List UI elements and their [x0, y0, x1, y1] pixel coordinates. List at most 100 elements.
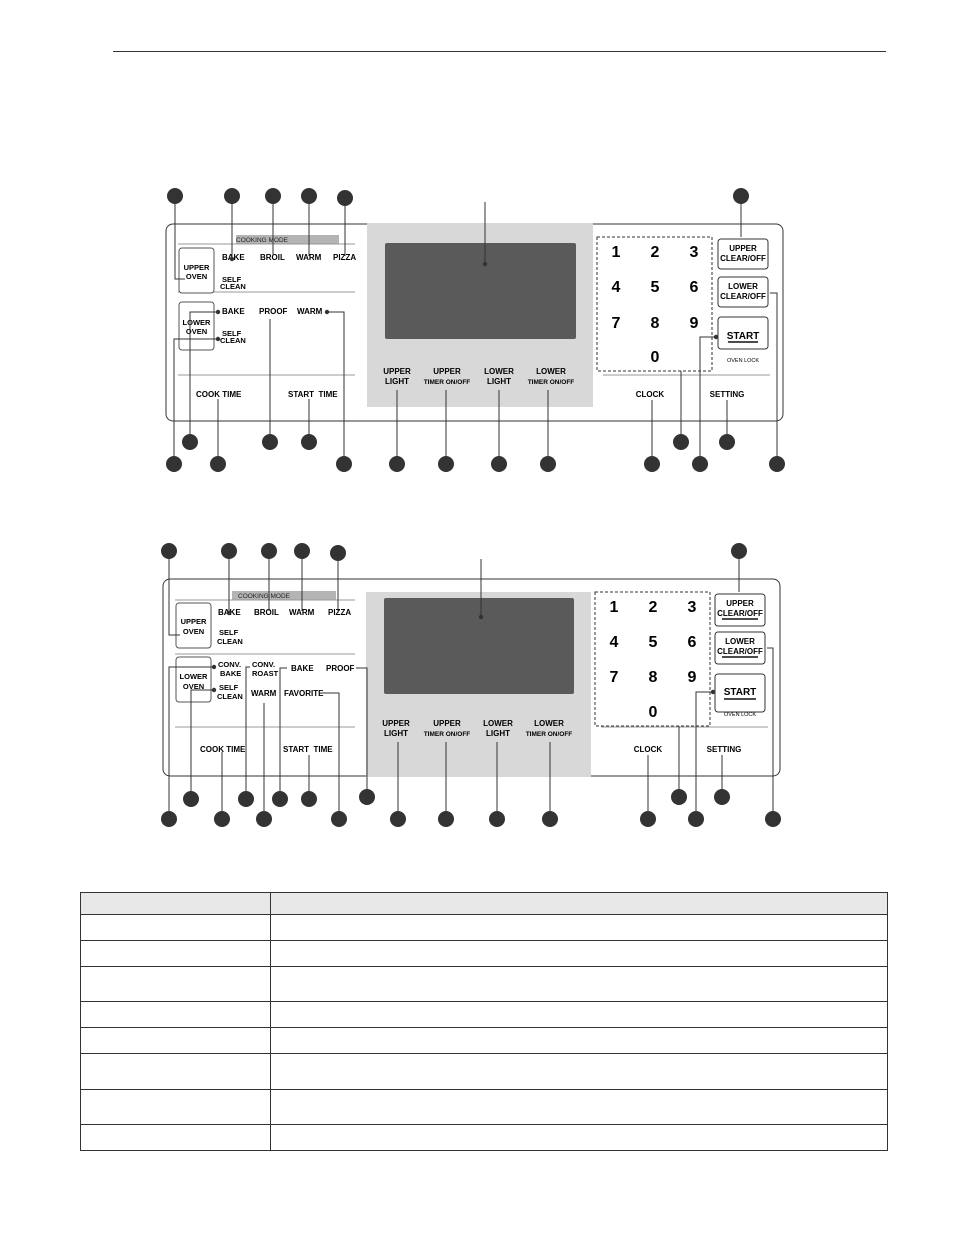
- table-header-cell: [270, 892, 888, 915]
- callout-markers: [166, 188, 785, 472]
- key-4[interactable]: 4: [610, 634, 619, 651]
- table-cell: [270, 1001, 888, 1028]
- key-9[interactable]: 9: [688, 669, 697, 686]
- table-cell: [270, 1124, 888, 1151]
- key-9[interactable]: 9: [690, 315, 699, 332]
- keypad: 1 2 3 4 5 6 7 8 9 0: [612, 244, 699, 366]
- start-button[interactable]: [714, 673, 766, 713]
- lower-warm-label[interactable]: WARM: [251, 689, 277, 698]
- keypad: 1 2 3 4 5 6 7 8 9 0: [610, 599, 697, 721]
- table-cell: [270, 940, 888, 967]
- display-screen: [385, 243, 576, 339]
- favorite-label[interactable]: FAVORITE: [284, 689, 324, 698]
- key-7[interactable]: 7: [610, 669, 619, 686]
- clock-label[interactable]: CLOCK: [634, 745, 663, 754]
- upper-clear-button[interactable]: [717, 238, 769, 270]
- upper-oven-button[interactable]: [175, 602, 212, 649]
- keypad-outline: [596, 236, 713, 372]
- start-button[interactable]: [717, 316, 769, 350]
- keypad-outline: [594, 591, 711, 727]
- setting-label[interactable]: SETTING: [710, 390, 745, 399]
- lower-oven-button[interactable]: [178, 301, 215, 351]
- oven-lock-label: OVEN LOCK: [724, 712, 756, 718]
- table-cell: [270, 1053, 888, 1090]
- lower-warm-label[interactable]: WARM: [297, 307, 323, 316]
- key-2[interactable]: 2: [649, 599, 658, 616]
- broil-label[interactable]: BROIL: [254, 608, 279, 617]
- table-cell: [270, 914, 888, 941]
- key-0[interactable]: 0: [649, 704, 658, 721]
- pizza-label[interactable]: PIZZA: [328, 608, 351, 617]
- key-6[interactable]: 6: [690, 279, 699, 296]
- warm-label[interactable]: WARM: [296, 253, 322, 262]
- key-1[interactable]: 1: [612, 244, 621, 261]
- table-cell: [270, 1089, 888, 1125]
- key-1[interactable]: 1: [610, 599, 619, 616]
- lower-bake-label[interactable]: BAKE: [291, 664, 314, 673]
- top-rule: [113, 51, 886, 52]
- bake-label[interactable]: BAKE: [222, 253, 245, 262]
- cooking-mode-band: [236, 235, 339, 244]
- lower-oven-button[interactable]: [175, 656, 212, 703]
- key-2[interactable]: 2: [651, 244, 660, 261]
- lower-bake-label[interactable]: BAKE: [222, 307, 245, 316]
- upper-oven-button[interactable]: [178, 247, 215, 294]
- lower-clear-button[interactable]: [714, 631, 766, 665]
- proof-label[interactable]: PROOF: [326, 664, 355, 673]
- table-cell: [270, 1027, 888, 1054]
- cook-time-label[interactable]: COOK TIME: [200, 745, 246, 754]
- warm-label[interactable]: WARM: [289, 608, 315, 617]
- key-6[interactable]: 6: [688, 634, 697, 651]
- cook-time-label[interactable]: COOK TIME: [196, 390, 242, 399]
- table-header-row: [80, 892, 888, 915]
- lower-clear-button[interactable]: [717, 276, 769, 308]
- key-7[interactable]: 7: [612, 315, 621, 332]
- upper-clear-button[interactable]: [714, 593, 766, 627]
- pizza-label[interactable]: PIZZA: [333, 253, 356, 262]
- oven-lock-label: OVEN LOCK: [727, 358, 759, 364]
- key-5[interactable]: 5: [649, 634, 658, 651]
- proof-label[interactable]: PROOF: [259, 307, 288, 316]
- broil-label[interactable]: BROIL: [260, 253, 285, 262]
- setting-label[interactable]: SETTING: [707, 745, 742, 754]
- table-row: [80, 1027, 888, 1054]
- start-time-label[interactable]: START TIME: [283, 745, 333, 754]
- table-cell: [80, 1089, 271, 1125]
- table-cell: [80, 940, 271, 967]
- key-8[interactable]: 8: [651, 315, 660, 332]
- key-8[interactable]: 8: [649, 669, 658, 686]
- callout-lines: [168, 552, 774, 819]
- start-label: START: [724, 687, 757, 698]
- table-row: [80, 1089, 888, 1125]
- table-row: [80, 940, 888, 967]
- table-row: [80, 1124, 888, 1151]
- start-time-label[interactable]: START TIME: [288, 390, 338, 399]
- conv-roast-label[interactable]: CONV.ROAST: [252, 660, 279, 678]
- key-0[interactable]: 0: [651, 349, 660, 366]
- clock-label[interactable]: CLOCK: [636, 390, 665, 399]
- key-3[interactable]: 3: [690, 244, 699, 261]
- key-5[interactable]: 5: [651, 279, 660, 296]
- table-cell: [80, 1001, 271, 1028]
- conv-bake-label[interactable]: CONV.BAKE: [218, 660, 241, 678]
- key-4[interactable]: 4: [612, 279, 621, 296]
- key-3[interactable]: 3: [688, 599, 697, 616]
